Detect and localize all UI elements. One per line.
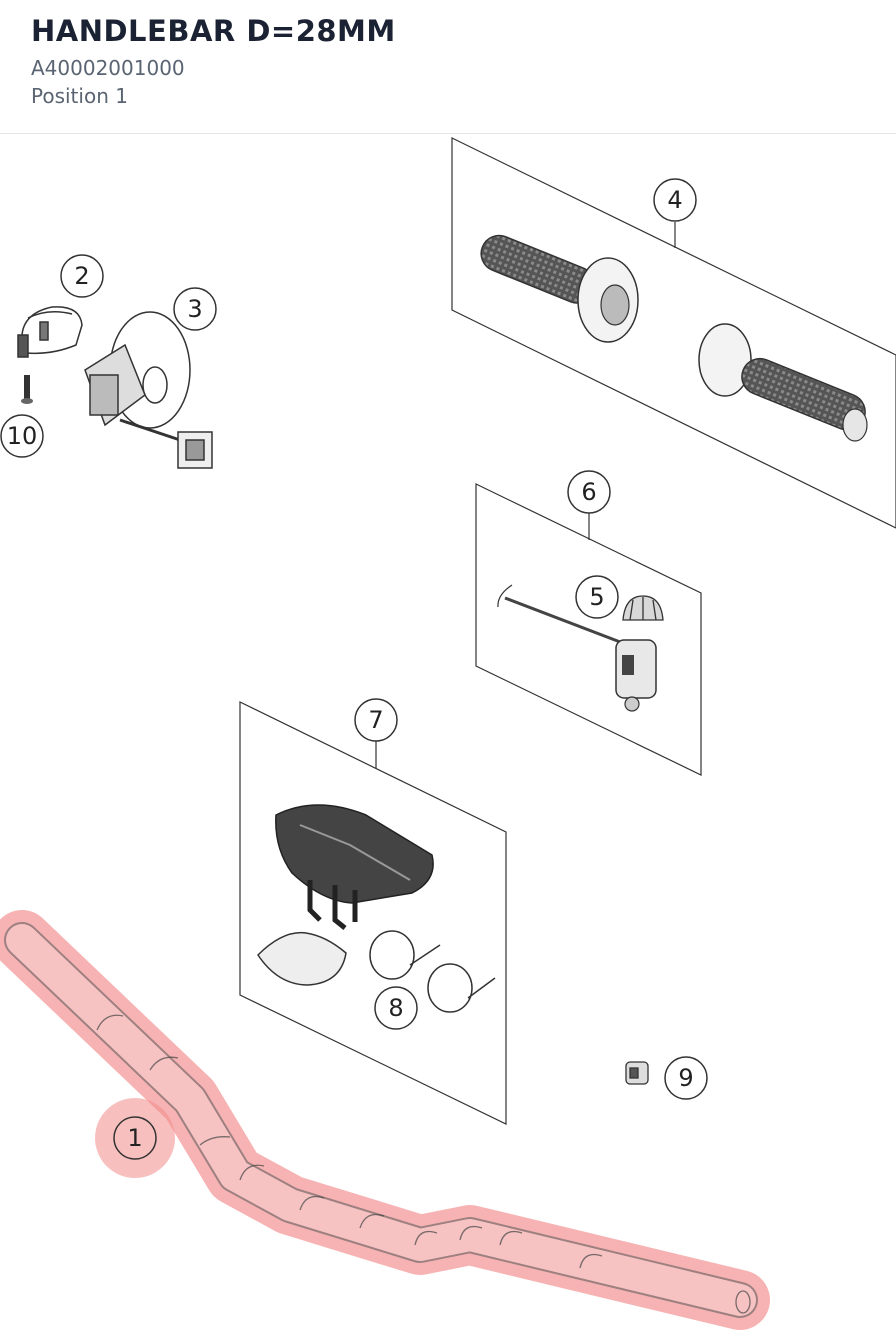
clamp-part-2[interactable]	[17, 306, 83, 358]
svg-text:8: 8	[388, 994, 403, 1022]
svg-text:7: 7	[368, 706, 383, 734]
callout-7[interactable]: 7	[354, 698, 398, 742]
switch-part-3[interactable]	[84, 311, 213, 469]
page-title: HANDLEBAR D=28MM	[31, 14, 396, 48]
clip-part-9[interactable]	[625, 1061, 649, 1085]
bolt-part-10[interactable]	[21, 375, 33, 404]
svg-text:2: 2	[74, 262, 89, 290]
svg-text:9: 9	[678, 1064, 693, 1092]
callout-4[interactable]: 4	[653, 178, 697, 222]
callout-5[interactable]: 5	[575, 575, 619, 619]
handlebar-part-1[interactable]	[0, 910, 770, 1330]
pad-part-7[interactable]	[239, 701, 507, 1125]
callout-6[interactable]: 6	[567, 470, 611, 514]
position-label: Position 1	[31, 84, 128, 108]
cable-ties-part-8[interactable]	[257, 930, 496, 1013]
callout-8[interactable]: 8	[374, 986, 418, 1030]
svg-text:10: 10	[7, 422, 38, 450]
svg-text:3: 3	[187, 295, 202, 323]
header: HANDLEBAR D=28MM A40002001000 Position 1	[0, 0, 896, 134]
grips-part-4[interactable]	[451, 137, 896, 529]
svg-text:5: 5	[589, 583, 604, 611]
lever-part-6[interactable]	[475, 483, 702, 776]
svg-text:4: 4	[667, 186, 682, 214]
part-number: A40002001000	[31, 56, 185, 80]
cap-part-5[interactable]	[622, 595, 664, 621]
callout-2[interactable]: 2	[60, 254, 104, 298]
callout-3[interactable]: 3	[173, 287, 217, 331]
callout-1[interactable]: 1	[113, 1116, 157, 1160]
callout-10[interactable]: 10	[0, 414, 44, 458]
callout-9[interactable]: 9	[664, 1056, 708, 1100]
svg-text:6: 6	[581, 478, 596, 506]
svg-text:1: 1	[127, 1124, 142, 1152]
